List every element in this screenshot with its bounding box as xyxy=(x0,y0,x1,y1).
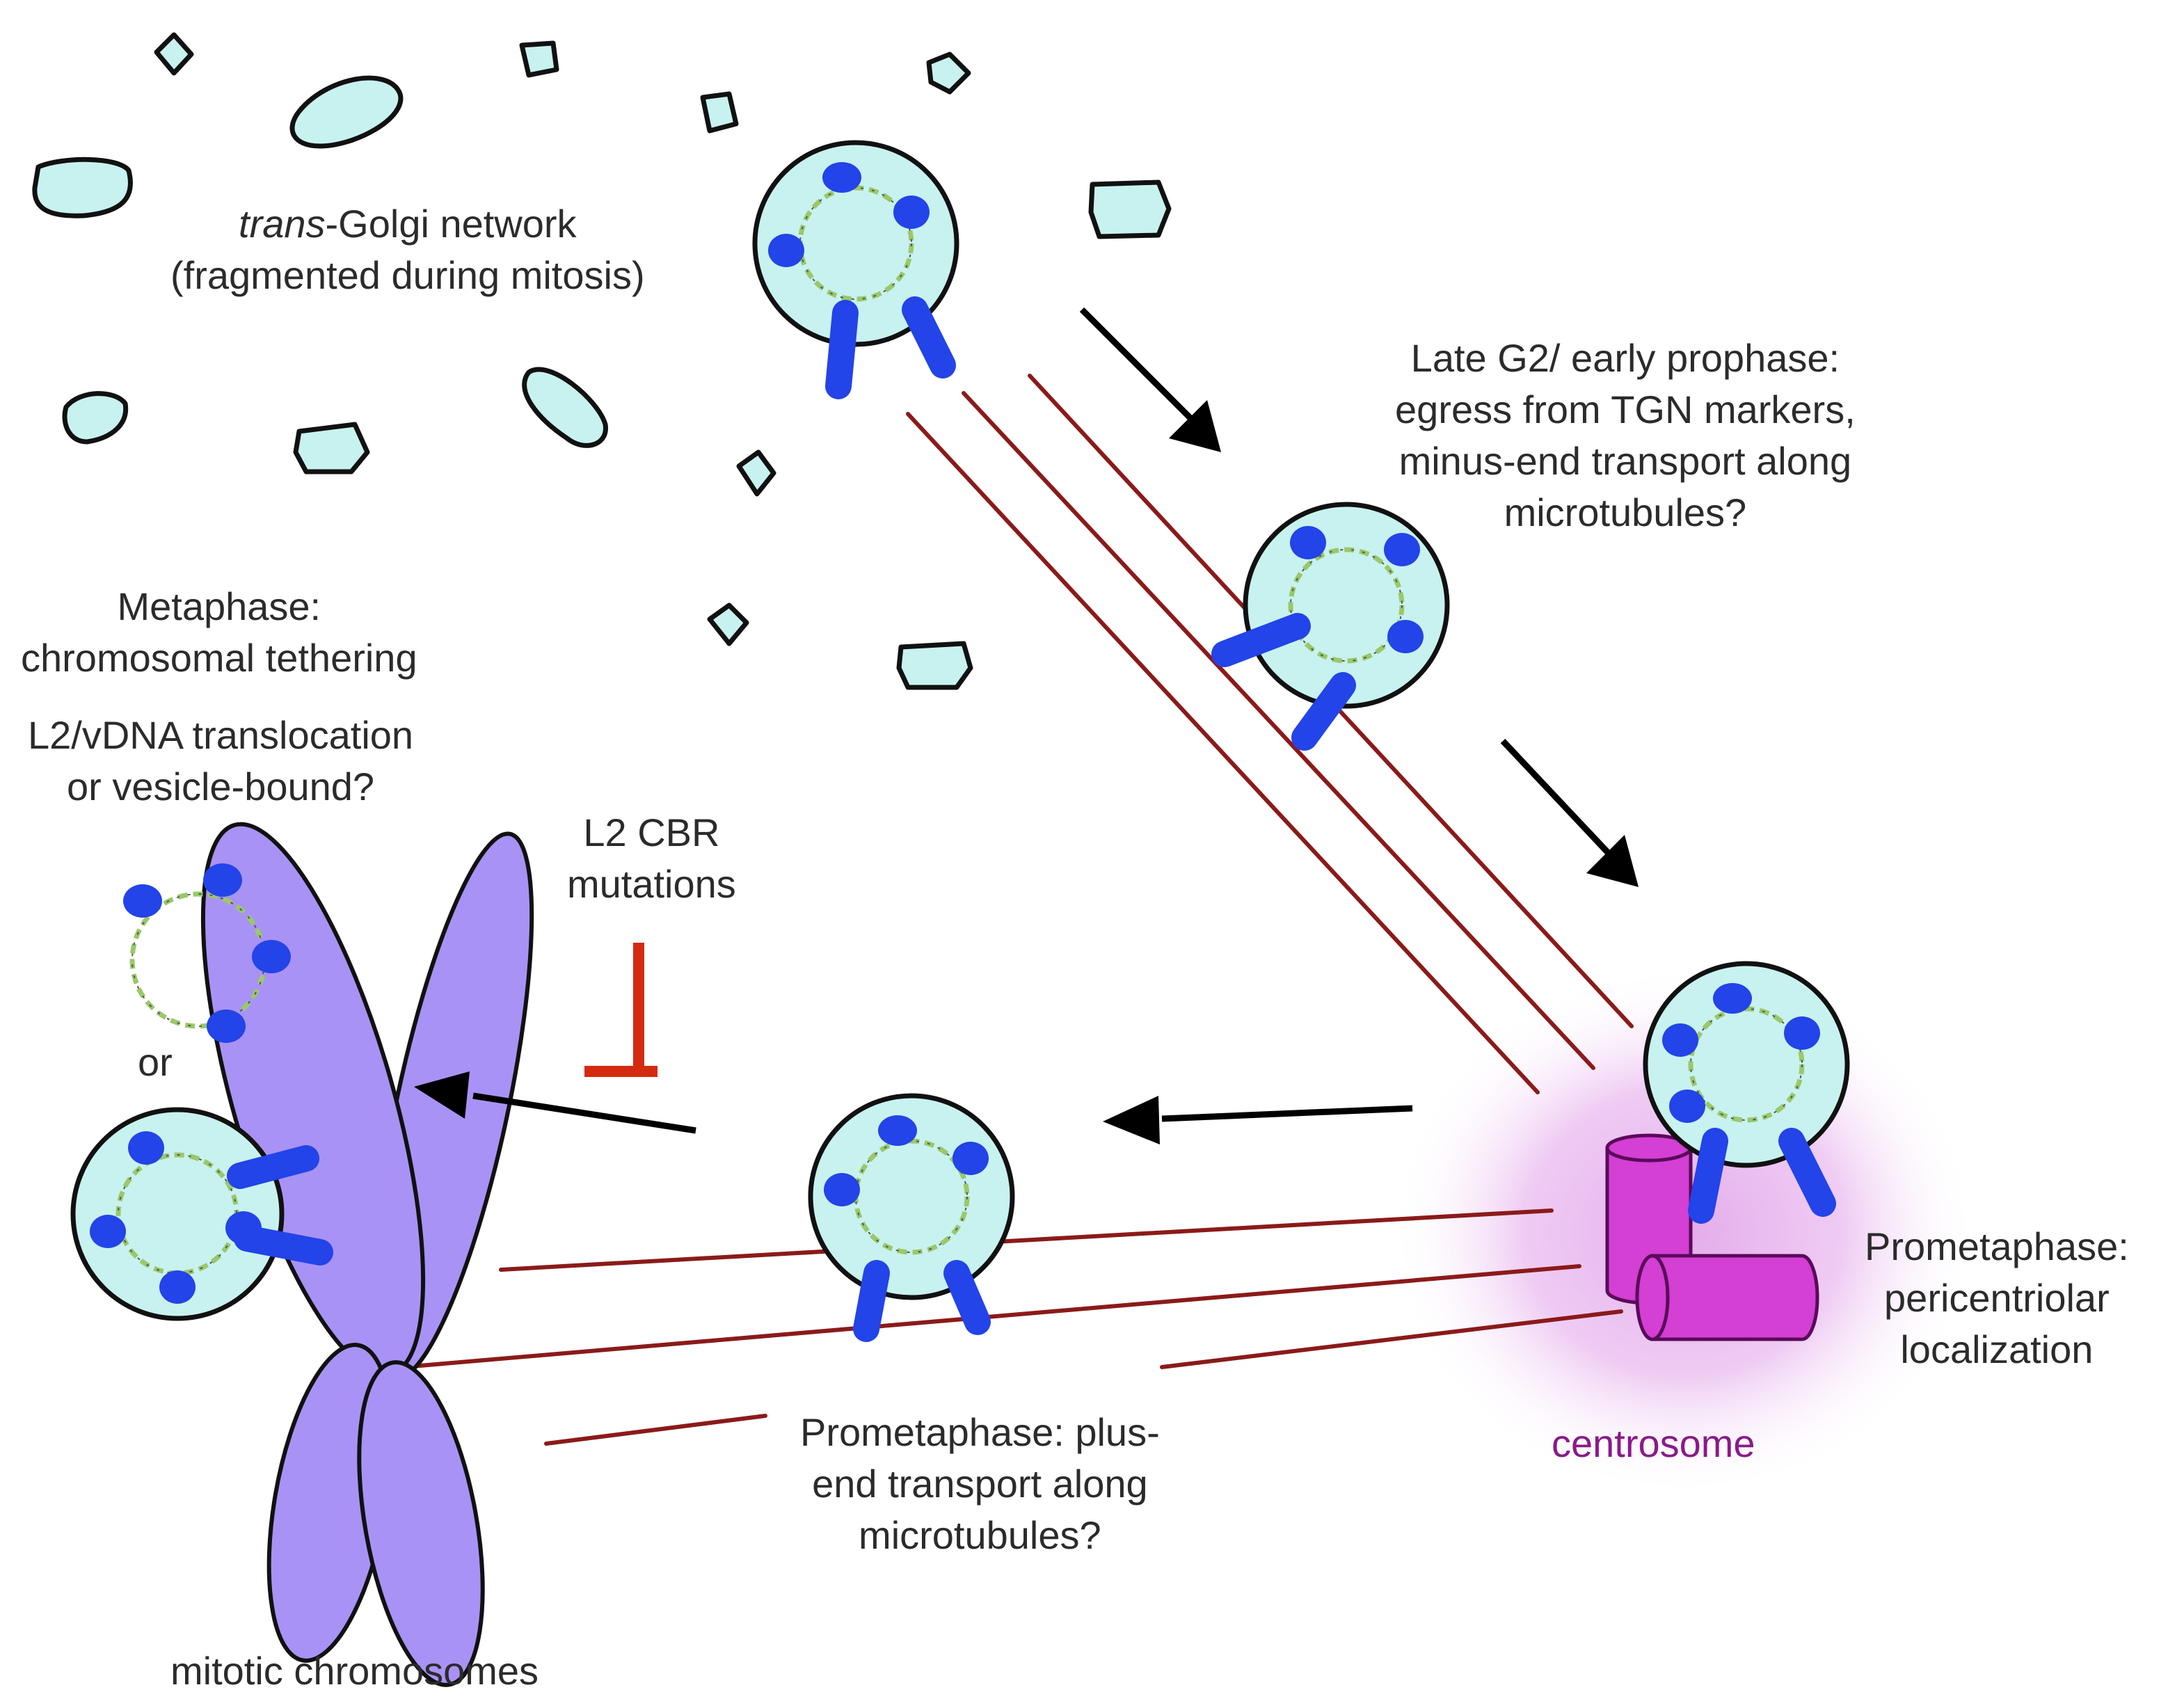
golgi-fragments xyxy=(32,32,1172,690)
microtubule xyxy=(906,412,1540,1094)
vesicle-centrosome xyxy=(1643,961,1850,1224)
microtubule xyxy=(401,1264,1581,1369)
black-arrow-icon xyxy=(1079,307,1221,452)
golgi-fragment xyxy=(926,51,971,95)
golgi-fragment xyxy=(293,422,370,474)
l2-cbr-label: L2 CBR mutations xyxy=(567,811,736,906)
microtubule xyxy=(1160,1309,1623,1369)
centriole-horizontal-end xyxy=(1635,1254,1670,1341)
metaphase-label: Metaphase: chromosomal tethering xyxy=(21,584,417,680)
pericentriolar-label: Prometaphase: pericentriolar localizatio… xyxy=(1865,1224,2129,1371)
golgi-fragment xyxy=(896,641,973,690)
plus-end-label: Prometaphase: plus- end transport along … xyxy=(800,1410,1160,1557)
t-bar-inhibition-icon xyxy=(584,943,657,1077)
golgi-fragment xyxy=(62,391,129,445)
golgi-fragment xyxy=(289,75,404,149)
golgi-fragment xyxy=(1088,179,1172,239)
late-g2-label: Late G2/ early prophase: egress from TGN… xyxy=(1395,336,1856,534)
vesicle-chromosome-bound xyxy=(70,1107,333,1321)
golgi-fragment xyxy=(522,367,608,448)
black-arrow-icon xyxy=(414,1071,696,1134)
golgi-fragment xyxy=(154,32,194,76)
golgi-fragment xyxy=(736,449,776,497)
black-arrow-icon xyxy=(1500,738,1639,887)
vesicle-top xyxy=(752,140,959,399)
microtubule xyxy=(499,1208,1554,1272)
golgi-fragment xyxy=(707,602,749,646)
vesicle-late-g2 xyxy=(1211,502,1450,751)
vesicle-plus-end xyxy=(808,1093,1015,1342)
centrosome-label: centrosome xyxy=(1552,1421,1755,1465)
or-label: or xyxy=(138,1040,173,1084)
microtubule xyxy=(544,1414,767,1446)
chromatid-lower-right xyxy=(357,1360,485,1687)
centrioles xyxy=(1605,1133,1819,1341)
tgn-label-line2: (fragmented during mitosis) xyxy=(170,253,645,297)
translocation-label: L2/vDNA translocation or vesicle-bound? xyxy=(28,713,414,808)
golgi-fragment xyxy=(32,157,133,218)
centriole-horizontal xyxy=(1650,1254,1819,1341)
black-arrow-icon xyxy=(1103,1096,1413,1144)
chromosomes-label: mitotic chromosomes xyxy=(170,1649,539,1693)
golgi-fragment xyxy=(519,40,559,78)
tgn-label-line1: trans-Golgi network xyxy=(239,202,577,246)
tgn-label: trans-Golgi network (fragmented during m… xyxy=(170,198,645,301)
microtubule xyxy=(962,391,1595,1070)
golgi-fragment xyxy=(700,91,739,134)
l2-vdna-complex xyxy=(123,863,291,1043)
